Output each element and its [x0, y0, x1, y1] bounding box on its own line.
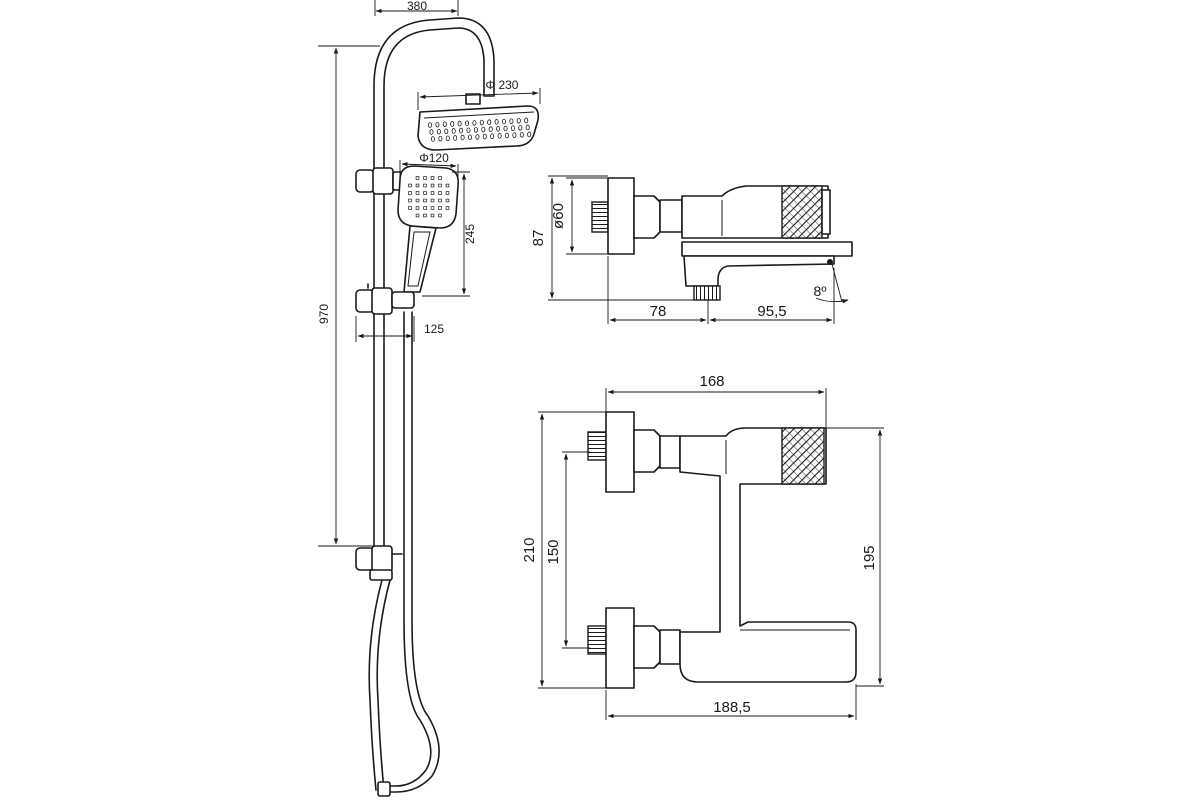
dim-inlet-spacing: 150	[545, 451, 590, 649]
dim-front-bottom-width: 188,5	[605, 684, 857, 720]
dim-hand-height: 245	[422, 171, 477, 297]
dim-label-168: 168	[699, 373, 724, 390]
dim-label-125: 125	[424, 322, 444, 336]
dim-label-150: 150	[545, 539, 562, 564]
side-outlet-thread	[693, 285, 721, 301]
lower-bracket	[355, 545, 403, 797]
dim-label-87: 87	[530, 230, 547, 247]
dim-label-95-5: 95,5	[757, 303, 786, 320]
dim-label-188-5: 188,5	[713, 699, 751, 716]
shower-rail-view: 380 970 Φ 230	[317, 0, 541, 797]
side-spout-plate	[681, 241, 853, 257]
front-upper-coupling	[659, 435, 681, 469]
dim-front-outer-height: 210	[521, 411, 606, 689]
dim-flange-diameter: ø60	[550, 177, 608, 255]
hand-shower-nozzles	[408, 176, 450, 218]
shower-head-nozzles	[427, 117, 532, 142]
dim-head-diameter: Φ 230	[417, 78, 541, 110]
overhead-shower-head	[417, 105, 540, 151]
front-upper-nut	[633, 429, 661, 473]
dim-hand-diameter: Φ120	[399, 151, 459, 182]
upper-hand-holder	[355, 167, 406, 195]
dim-side-height: 87	[530, 175, 700, 301]
front-upper-flange	[605, 411, 635, 493]
side-flange	[607, 177, 635, 255]
dim-label-8deg: 8º	[814, 283, 827, 299]
dim-label-60: ø60	[550, 203, 567, 229]
dim-label-245: 245	[463, 224, 477, 244]
rail-pipe	[373, 17, 495, 569]
dim-side-depth: 78 95,5	[607, 256, 835, 324]
side-knurled-handle	[781, 185, 823, 239]
dim-label-380: 380	[407, 0, 427, 13]
mixer-side-view: ø60 87 78 95,5 8º	[530, 175, 853, 324]
front-knurled-handle	[781, 427, 825, 485]
dim-label-210: 210	[521, 537, 538, 562]
side-coupling	[659, 199, 683, 233]
front-lower-thread	[587, 625, 607, 655]
side-spout	[683, 255, 835, 287]
dim-label-970: 970	[317, 304, 331, 324]
dim-top-width: 380	[374, 0, 459, 16]
dim-rail-height: 970	[317, 45, 380, 547]
front-lower-coupling	[659, 629, 681, 665]
front-body	[679, 427, 857, 683]
dim-spout-angle: 8º	[814, 263, 849, 304]
dim-label-78: 78	[650, 303, 667, 320]
front-upper-thread	[587, 431, 607, 461]
dim-hand-reach: 125	[355, 316, 444, 342]
dim-label-hand-dia: Φ120	[419, 151, 449, 165]
dim-label-head-dia: Φ 230	[486, 78, 519, 92]
front-lower-flange	[605, 607, 635, 689]
dim-label-195: 195	[861, 545, 878, 570]
hand-shower	[397, 165, 460, 293]
side-inlet-thread	[591, 201, 609, 233]
shower-hose	[385, 311, 432, 787]
side-handle-cap	[821, 189, 831, 235]
mixer-front-view: 168 150 210	[521, 373, 884, 720]
slider-holder	[355, 283, 415, 315]
side-nut	[633, 195, 661, 239]
dim-front-top-width: 168	[605, 373, 827, 428]
dim-front-right-height: 195	[826, 427, 884, 687]
front-lower-nut	[633, 625, 661, 669]
